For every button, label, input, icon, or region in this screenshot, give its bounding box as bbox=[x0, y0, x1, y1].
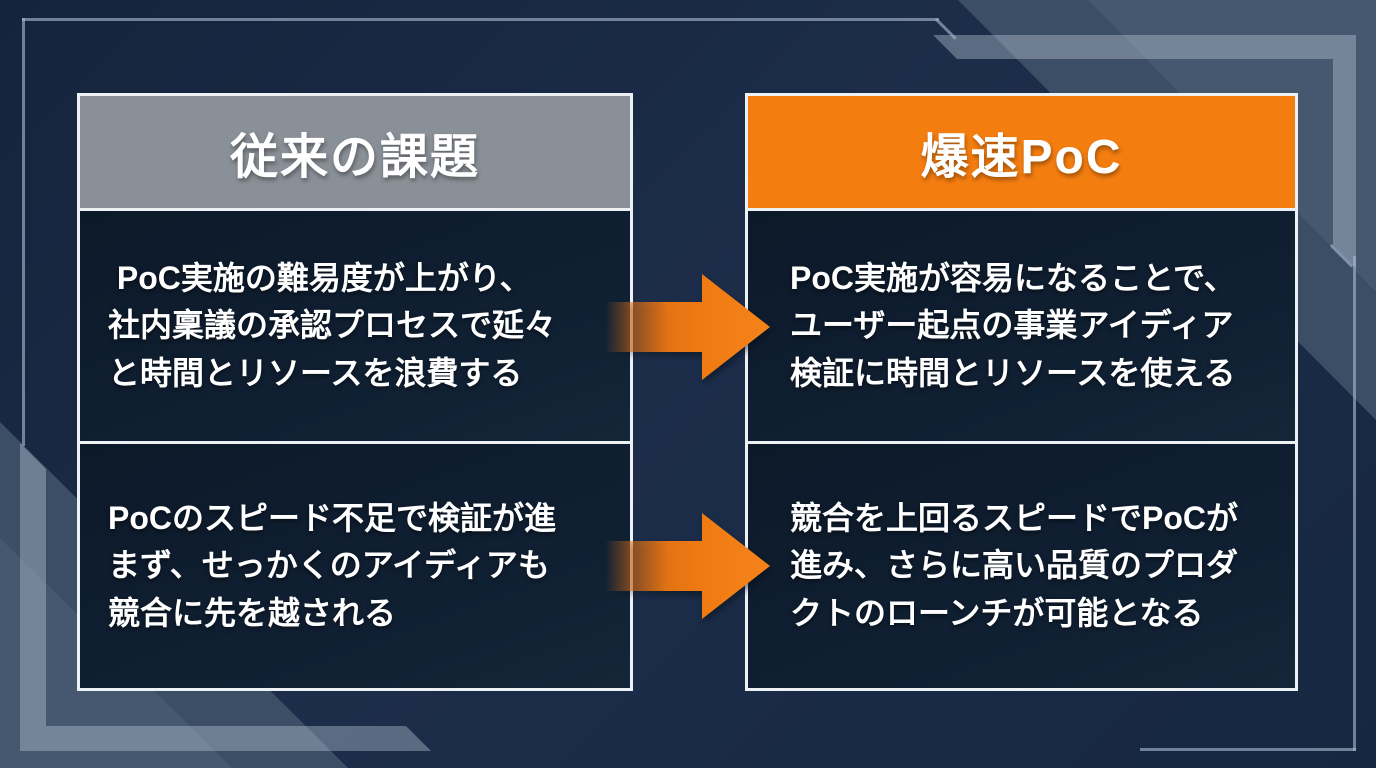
column-traditional-header: 従来の課題 bbox=[80, 96, 630, 208]
traditional-cell-row2: PoCのスピード不足で検証が進 まず、せっかくのアイディアも 競合に先を越される bbox=[80, 441, 630, 688]
column-bakusoku-poc-title: 爆速PoC bbox=[920, 131, 1123, 184]
right-arrow-icon bbox=[605, 513, 770, 619]
bakusoku-cell-row2-text: 競合を上回るスピードでPoCが 進み、さらに高い品質のプロダ クトのローンチが可… bbox=[790, 500, 1239, 631]
frame-line-top bbox=[22, 18, 939, 21]
column-traditional-title: 従来の課題 bbox=[229, 131, 480, 184]
bakusoku-cell-row1-text: PoC実施が容易になることで、 ユーザー起点の事業アイディア 検証に時間とリソー… bbox=[790, 260, 1236, 391]
frame-line-top-jog bbox=[934, 18, 957, 40]
frame-line-bottom bbox=[1140, 748, 1356, 751]
column-traditional: 従来の課題 PoC実施の難易度が上がり、 社内稟議の承認プロセスで延々 と時間と… bbox=[77, 93, 633, 691]
bakusoku-cell-row2: 競合を上回るスピードでPoCが 進み、さらに高い品質のプロダ クトのローンチが可… bbox=[748, 441, 1295, 688]
frame-line-left bbox=[22, 18, 25, 446]
traditional-cell-row1-text: PoC実施の難易度が上がり、 社内稟議の承認プロセスで延々 と時間とリソースを浪… bbox=[108, 260, 557, 391]
column-bakusoku-poc: 爆速PoC PoC実施が容易になることで、 ユーザー起点の事業アイディア 検証に… bbox=[745, 93, 1298, 691]
right-arrow-shape bbox=[605, 274, 770, 380]
right-arrow-icon bbox=[605, 274, 770, 380]
right-arrow-shape bbox=[605, 513, 770, 619]
traditional-cell-row2-text: PoCのスピード不足で検証が進 まず、せっかくのアイディアも 競合に先を越される bbox=[108, 500, 557, 631]
traditional-cell-row1: PoC実施の難易度が上がり、 社内稟議の承認プロセスで延々 と時間とリソースを浪… bbox=[80, 208, 630, 441]
frame-line-right-jog bbox=[1329, 244, 1354, 268]
column-bakusoku-poc-header: 爆速PoC bbox=[748, 96, 1295, 208]
frame-line-right bbox=[1353, 256, 1356, 751]
bakusoku-cell-row1: PoC実施が容易になることで、 ユーザー起点の事業アイディア 検証に時間とリソー… bbox=[748, 208, 1295, 441]
